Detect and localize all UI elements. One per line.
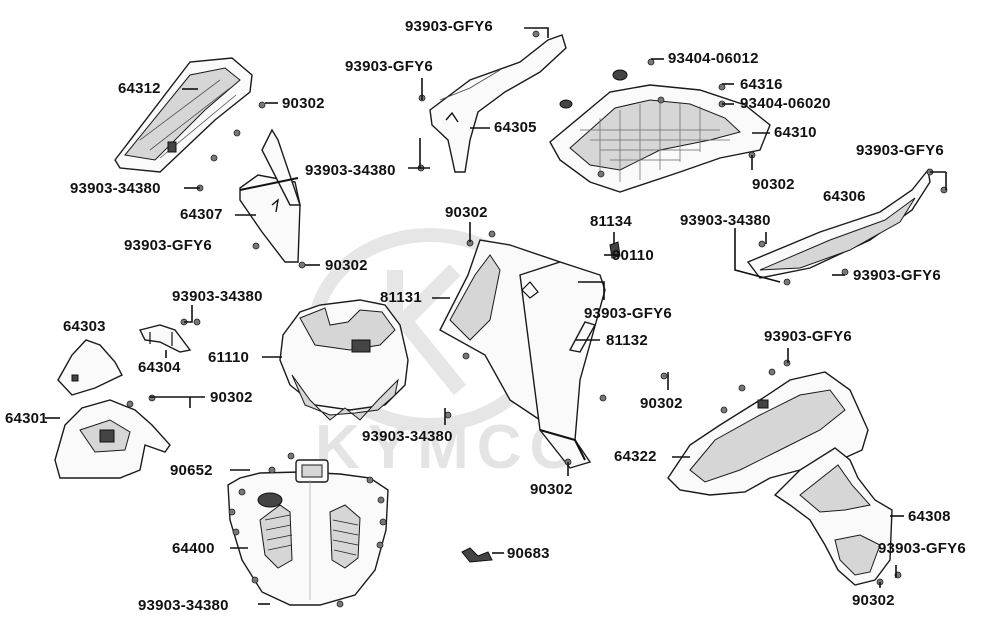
label-93903-gfy6-e: 93903-GFY6	[878, 540, 966, 557]
label-93903-gfy6-mid: 93903-GFY6	[124, 237, 212, 254]
label-90302-h: 90302	[852, 592, 895, 609]
part-81134	[609, 241, 621, 259]
label-93903-34380-e: 93903-34380	[362, 428, 453, 445]
label-93903-34380-a: 93903-34380	[305, 162, 396, 179]
part-64312	[114, 57, 253, 173]
label-64304: 64304	[138, 359, 181, 376]
label-90110: 90110	[612, 247, 654, 264]
watermark-brand: KYMCO	[315, 413, 586, 482]
label-93404-06020: 93404-06020	[740, 95, 831, 112]
label-64301: 64301	[5, 410, 48, 427]
label-90302-a: 90302	[282, 95, 325, 112]
label-90302-d: 90302	[325, 257, 368, 274]
label-64308: 64308	[908, 508, 951, 525]
part-64303	[57, 339, 123, 396]
label-64312: 64312	[118, 80, 161, 97]
label-64310: 64310	[774, 124, 817, 141]
part-90683	[461, 547, 493, 563]
label-64305: 64305	[494, 119, 537, 136]
part-64306	[746, 168, 931, 279]
label-93404-06012: 93404-06012	[668, 50, 759, 67]
label-93903-gfy6-d: 93903-GFY6	[764, 328, 852, 345]
label-64306: 64306	[823, 188, 866, 205]
label-90302-e: 90302	[210, 389, 253, 406]
part-64304	[138, 324, 192, 353]
label-64316: 64316	[740, 76, 783, 93]
label-93903-34380-d: 93903-34380	[172, 288, 263, 305]
label-90302-b: 90302	[752, 176, 795, 193]
label-93903-34380-f: 93903-34380	[138, 597, 229, 614]
label-64400: 64400	[172, 540, 215, 557]
label-90302-f: 90302	[640, 395, 683, 412]
label-90683: 90683	[507, 545, 550, 562]
part-64310	[549, 69, 771, 193]
label-93903-gfy6-right: 93903-GFY6	[856, 142, 944, 159]
part-81132	[568, 321, 597, 353]
label-93903-gfy6-b: 93903-GFY6	[853, 267, 941, 284]
label-93903-gfy6-c: 93903-GFY6	[584, 305, 672, 322]
label-93903-34380-c: 93903-34380	[680, 212, 771, 229]
label-93903-gfy6-top: 93903-GFY6	[405, 18, 493, 35]
part-61110	[279, 299, 409, 421]
part-64305	[429, 34, 567, 173]
label-81132: 81132	[606, 332, 648, 349]
label-81131: 81131	[380, 289, 422, 306]
label-81134: 81134	[590, 213, 632, 230]
label-90302-g: 90302	[530, 481, 573, 498]
part-64301	[54, 399, 171, 479]
part-64400	[227, 459, 389, 606]
part-64308	[773, 447, 893, 586]
label-64307: 64307	[180, 206, 223, 223]
label-93903-gfy6-left: 93903-GFY6	[345, 58, 433, 75]
label-64303: 64303	[63, 318, 106, 335]
label-61110: 61110	[208, 349, 250, 366]
leader-lines	[45, 27, 947, 605]
label-90302-c: 90302	[445, 204, 488, 221]
part-81131	[439, 239, 606, 469]
label-93903-34380-b: 93903-34380	[70, 180, 161, 197]
label-90652: 90652	[170, 462, 213, 479]
part-64307	[239, 128, 301, 263]
label-64322: 64322	[614, 448, 657, 465]
